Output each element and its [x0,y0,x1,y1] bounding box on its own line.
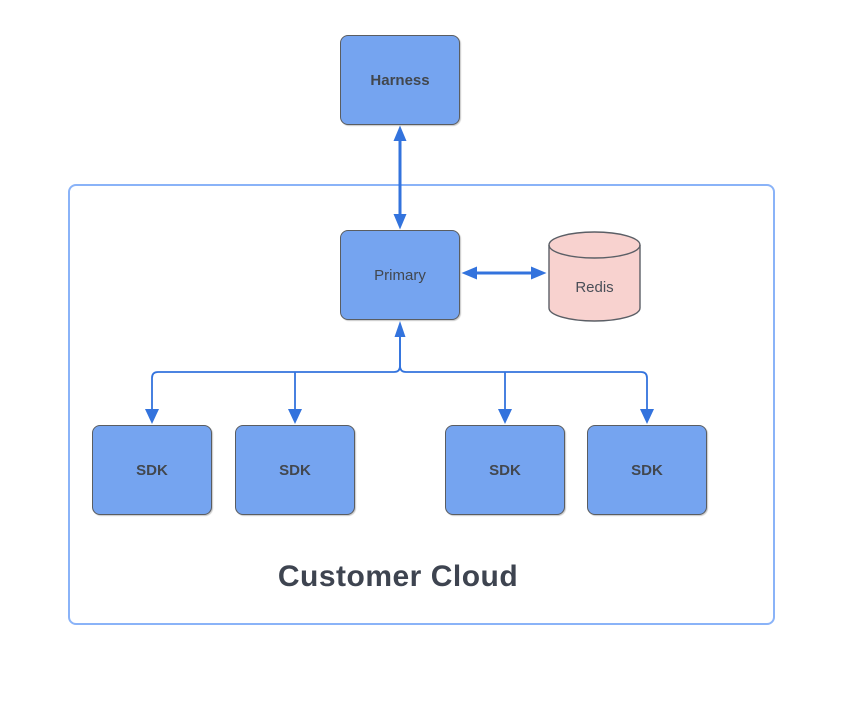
cylinder-shape [548,231,641,322]
customer-cloud-label: Customer Cloud [277,560,519,593]
node-sdk-4: SDK [587,425,707,515]
node-primary-label: Primary [374,266,426,284]
node-sdk-3: SDK [445,425,565,515]
node-sdk-4-label: SDK [631,461,663,479]
node-redis-label: Redis [575,278,614,296]
node-redis: Redis [548,231,641,322]
node-sdk-2-label: SDK [279,461,311,479]
customer-cloud-container [68,184,775,625]
node-harness-label: Harness [370,71,430,89]
node-sdk-1: SDK [92,425,212,515]
node-sdk-1-label: SDK [136,461,168,479]
node-sdk-3-label: SDK [489,461,521,479]
node-sdk-2: SDK [235,425,355,515]
node-harness: Harness [340,35,460,125]
node-primary: Primary [340,230,460,320]
